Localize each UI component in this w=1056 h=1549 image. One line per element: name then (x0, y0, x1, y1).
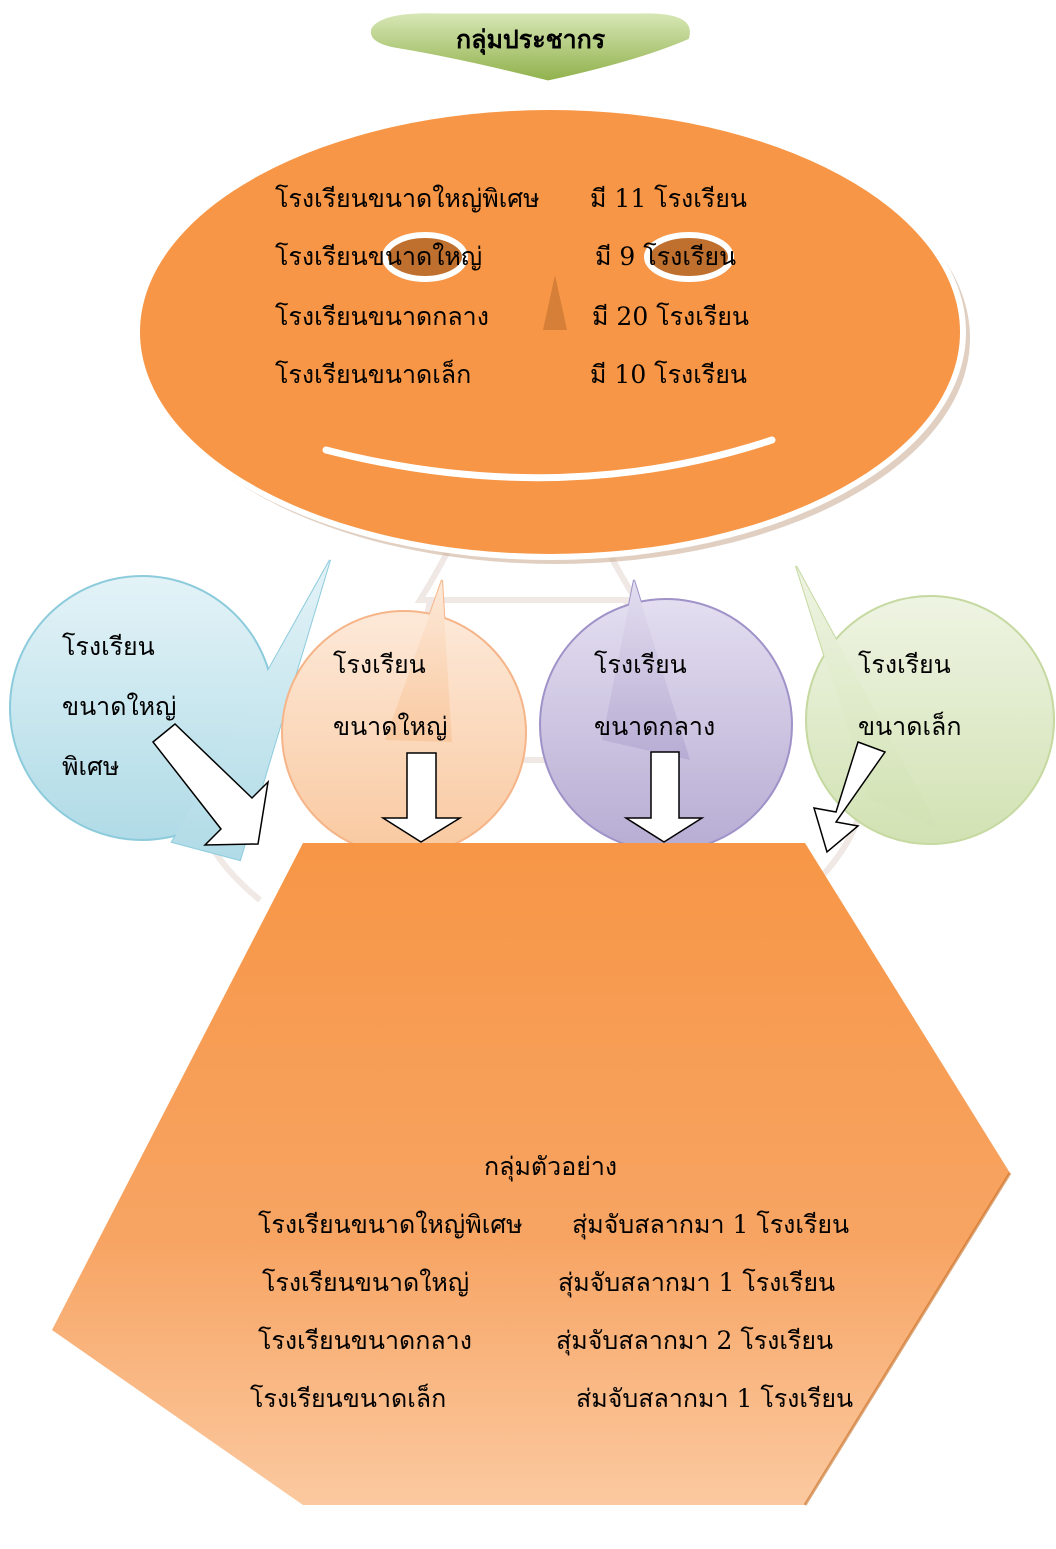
sample-row-name: โรงเรียนขนาดเล็ก (250, 1384, 447, 1413)
population-row-count: มี 20 โรงเรียน (592, 302, 749, 331)
arrow-3 (623, 751, 705, 843)
callout-large (281, 579, 527, 856)
group-label-line: ขนาดใหญ่ (333, 712, 448, 741)
right-eye (644, 232, 734, 282)
nose (543, 275, 567, 330)
population-row-count: มี 9 โรงเรียน (595, 242, 737, 271)
population-ellipse (134, 104, 970, 564)
callout-medium (539, 579, 793, 852)
population-row-name: โรงเรียนขนาดใหญ่ (275, 242, 483, 271)
sample-title: กลุ่มตัวอย่าง (484, 1152, 618, 1181)
sample-row-method: ส่มจับสลากมา 1 โรงเรียน (576, 1384, 854, 1413)
sample-row-method: สุ่มจับสลากมา 1 โรงเรียน (558, 1268, 836, 1297)
callout-small (795, 565, 1055, 845)
population-row-name: โรงเรียนขนาดเล็ก (275, 360, 472, 389)
population-row-count: มี 11 โรงเรียน (590, 184, 747, 213)
left-eye (382, 232, 468, 282)
group-label-line: พิเศษ (62, 752, 120, 781)
population-row-name: โรงเรียนขนาดกลาง (275, 302, 489, 331)
population-title: กลุ่มประชากร (456, 25, 606, 54)
group-label-line: โรงเรียน (333, 650, 426, 679)
sample-row-method: สุ่มจับสลากมา 2 โรงเรียน (556, 1326, 834, 1355)
group-label-line: โรงเรียน (594, 650, 687, 679)
sample-row-name: โรงเรียนขนาดใหญ่ (262, 1268, 470, 1297)
sample-row-name: โรงเรียนขนาดกลาง (258, 1326, 472, 1355)
group-label-line: ขนาดกลาง (594, 712, 716, 741)
arrow-1 (151, 722, 270, 846)
arrows (151, 722, 887, 854)
group-label-line: โรงเรียน (62, 632, 155, 661)
sample-row-name: โรงเรียนขนาดใหญ่พิเศษ (258, 1210, 523, 1239)
smile-line (322, 436, 776, 482)
group-label-line: โรงเรียน (858, 650, 951, 679)
arrow-4 (812, 741, 887, 854)
group-label-line: ขนาดเล็ก (858, 712, 962, 741)
sample-row-method: สุ่มจับสลากมา 1 โรงเรียน (572, 1210, 850, 1239)
population-row-count: มี 10 โรงเรียน (590, 360, 747, 389)
sample-hexagon (52, 843, 1010, 1505)
title-badge (367, 10, 693, 84)
population-row-name: โรงเรียนขนาดใหญ่พิเศษ (275, 184, 540, 213)
group-label-line: ขนาดใหญ่ (62, 692, 177, 721)
arrow-2 (380, 752, 463, 843)
